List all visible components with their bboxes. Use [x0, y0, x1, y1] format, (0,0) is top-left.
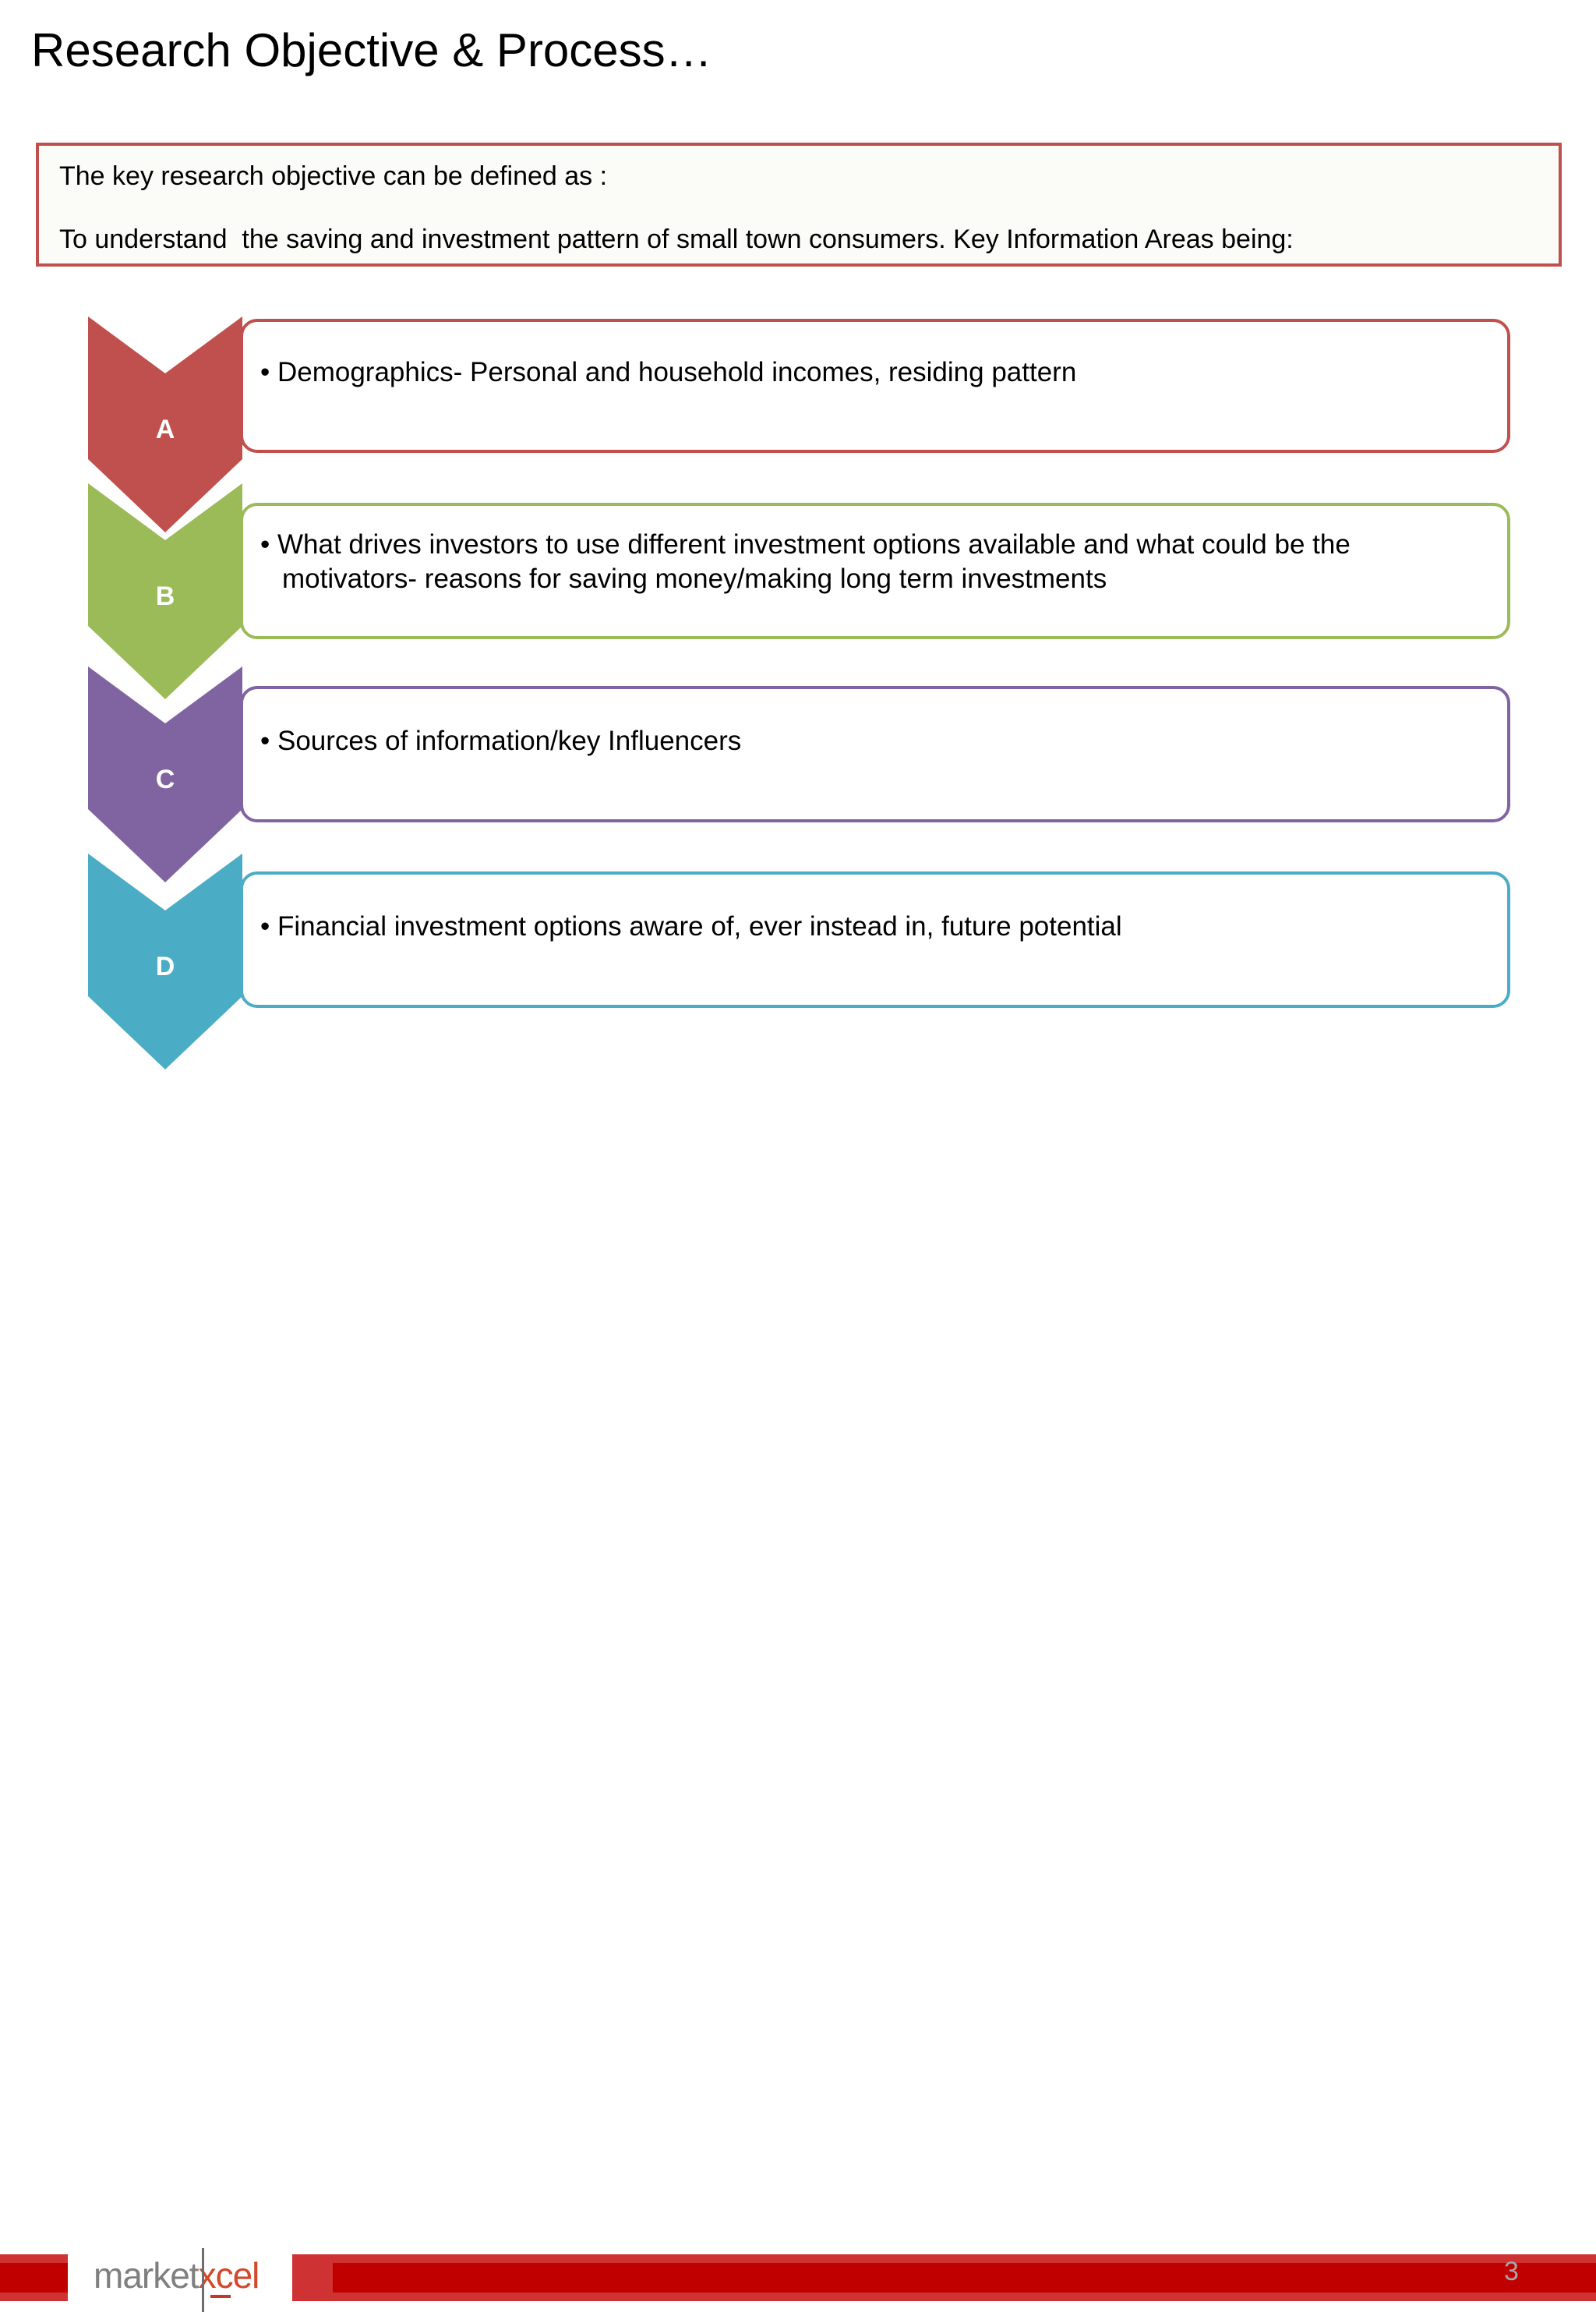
content-box-a-text: • Demographics- Personal and household i… — [260, 355, 1492, 390]
process-rows: A • Demographics- Personal and household… — [88, 316, 1510, 1069]
marketxcel-logo: marketxcel — [94, 2248, 260, 2312]
content-box-a: • Demographics- Personal and household i… — [240, 319, 1510, 453]
logo-text-xcel: xcel — [198, 2255, 260, 2296]
bullet-a: • Demographics- Personal and household i… — [260, 357, 1077, 387]
objective-line-2: To understand the saving and investment … — [59, 224, 1294, 254]
content-box-d-text: • Financial investment options aware of,… — [260, 910, 1492, 944]
logo-divider — [202, 2248, 204, 2312]
content-box-c-text: • Sources of information/key Influencers — [260, 724, 1492, 758]
page-number: 3 — [1504, 2257, 1519, 2286]
chevron-d-icon: D — [88, 854, 242, 1069]
chevron-a-icon: A — [88, 316, 242, 532]
logo-text-market: market — [94, 2255, 200, 2296]
page-title: Research Objective & Process… — [31, 24, 712, 76]
objective-line-1: The key research objective can be define… — [59, 161, 608, 191]
content-box-b-text: • What drives investors to use different… — [260, 528, 1492, 596]
content-box-b: • What drives investors to use different… — [240, 503, 1510, 639]
bullet-d: • Financial investment options aware of,… — [260, 911, 1122, 942]
slide-footer: marketxcel 3 — [0, 1122, 1596, 2312]
bullet-b: • What drives investors to use different… — [260, 529, 1351, 594]
footer-bar-left-dark — [0, 2263, 68, 2293]
footer-bar-main-dark — [333, 2263, 1596, 2293]
content-box-c: • Sources of information/key Influencers — [240, 686, 1510, 822]
slide-canvas: Research Objective & Process… The key re… — [0, 24, 1596, 2312]
logo-underline — [210, 2295, 231, 2298]
objective-box: The key research objective can be define… — [36, 143, 1562, 267]
content-box-d: • Financial investment options aware of,… — [240, 871, 1510, 1008]
bullet-c: • Sources of information/key Influencers — [260, 726, 742, 756]
